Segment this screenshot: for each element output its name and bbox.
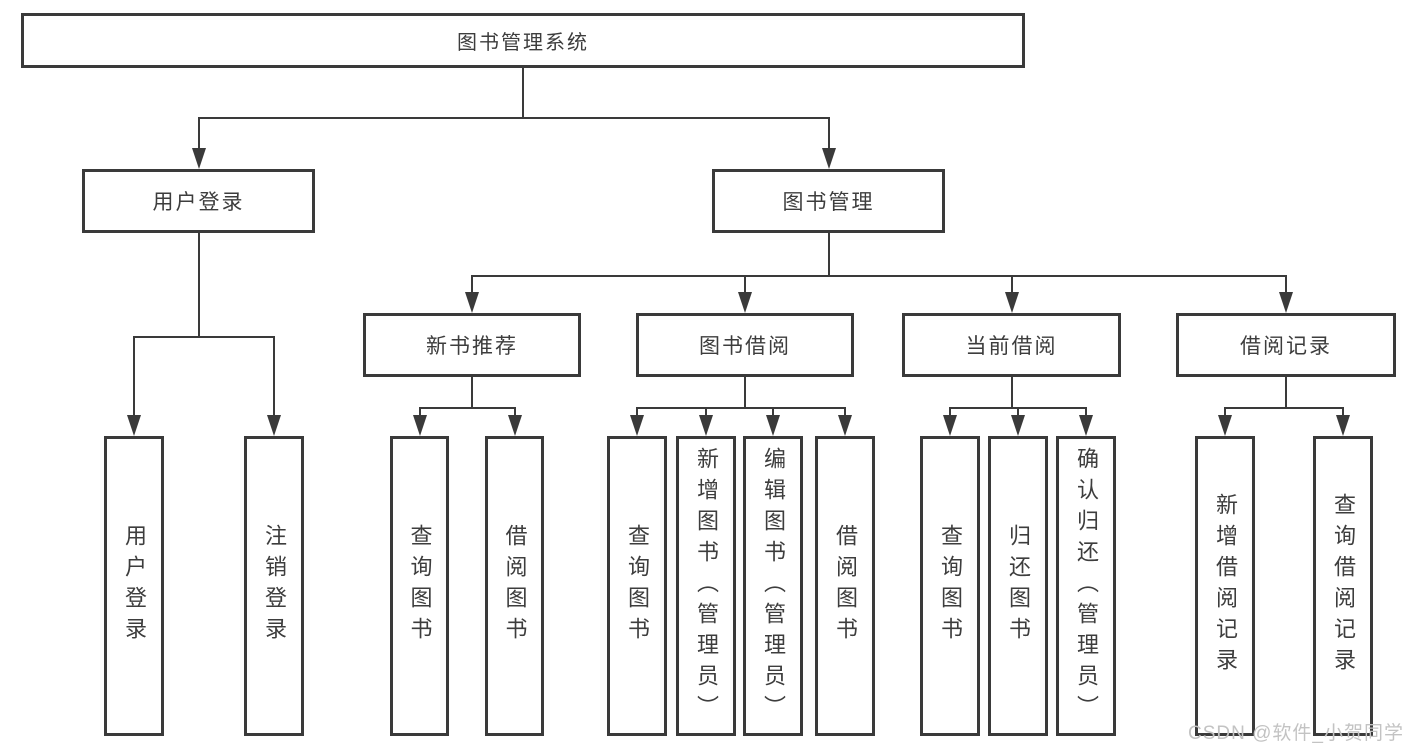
node-label-user-login: 用户登录 [122,524,147,648]
connector-branch-root [197,117,830,119]
node-label-cur-query: 查询图书 [938,524,963,648]
node-label-bw-add: 新增图书（管理员） [694,446,719,726]
node-label-cur-confirm: 确认归还（管理员） [1074,446,1099,726]
connector-branch-login [133,336,275,338]
arrowhead-records [1279,292,1293,313]
csdn-watermark: CSDN @软件_小贺同学 [1188,723,1404,744]
node-user-login: 用户登录 [104,436,164,736]
connector-drop-login [197,117,200,148]
node-label-nb-query: 查询图书 [407,524,433,648]
connector-drop-user-login [133,336,135,415]
node-records: 借阅记录 [1176,313,1396,377]
connector-branch-records [1224,407,1344,409]
connector-stem-current [1010,377,1013,409]
connector-stem-mgmt [827,233,830,277]
node-label-records: 借阅记录 [1240,335,1332,358]
node-current: 当前借阅 [902,313,1121,377]
connector-drop-bw-add [705,407,707,415]
node-label-bw-query: 查询图书 [625,524,650,648]
arrowhead-cur-query [943,415,957,436]
node-nb-query: 查询图书 [390,436,449,736]
arrowhead-rec-query [1336,415,1350,436]
arrowhead-login [191,148,206,169]
node-label-root: 图书管理系统 [457,32,589,54]
connector-drop-bw-edit [772,407,774,415]
node-rec-query: 查询借阅记录 [1313,436,1373,736]
connector-drop-new-books [471,275,473,292]
connector-stem-root [522,68,524,119]
arrowhead-user-login [127,415,141,436]
connector-drop-logout [273,336,275,415]
node-label-cur-return: 归还图书 [1006,524,1031,648]
node-label-nb-borrow: 借阅图书 [502,524,528,648]
connector-drop-mgmt [827,117,830,148]
node-bw-edit: 编辑图书（管理员） [743,436,803,736]
arrowhead-new-books [465,292,479,313]
arrowhead-nb-borrow [507,415,522,436]
connector-branch-mgmt [471,275,1287,277]
node-bw-query: 查询图书 [607,436,667,736]
connector-branch-borrow [636,407,846,409]
connector-stem-login [197,233,200,338]
node-new-books: 新书推荐 [363,313,581,377]
connector-drop-nb-query [418,407,421,415]
arrowhead-bw-edit [766,415,780,436]
connector-drop-records [1285,275,1287,292]
connector-stem-borrow [744,377,746,409]
arrowhead-cur-return [1011,415,1025,436]
connector-stem-new-books [471,377,473,409]
node-cur-query: 查询图书 [920,436,980,736]
node-bw-add: 新增图书（管理员） [676,436,736,736]
arrowhead-current [1004,292,1019,313]
node-logout: 注销登录 [244,436,304,736]
node-label-bw-borrow: 借阅图书 [833,524,858,648]
connector-branch-new-books [418,407,516,409]
connector-drop-cur-confirm [1085,407,1087,415]
connector-stem-records [1285,377,1287,409]
node-label-current: 当前借阅 [965,335,1058,358]
arrowhead-bw-query [630,415,644,436]
arrowhead-nb-query [412,415,427,436]
connector-drop-nb-borrow [513,407,516,415]
arrowhead-borrow [738,292,752,313]
connector-drop-rec-query [1342,407,1344,415]
node-borrow: 图书借阅 [636,313,854,377]
connector-drop-current [1010,275,1013,292]
node-label-bw-edit: 编辑图书（管理员） [761,446,786,726]
connector-drop-bw-borrow [844,407,846,415]
arrowhead-bw-add [699,415,713,436]
arrowhead-rec-add [1218,415,1232,436]
node-label-rec-add: 新增借阅记录 [1213,493,1238,679]
connector-drop-borrow [744,275,746,292]
node-label-rec-query: 查询借阅记录 [1331,493,1356,679]
node-label-mgmt: 图书管理 [782,191,875,214]
arrowhead-bw-borrow [838,415,852,436]
node-login: 用户登录 [82,169,315,233]
node-label-logout: 注销登录 [262,524,287,648]
connector-drop-cur-query [949,407,951,415]
node-label-login: 用户登录 [152,191,245,214]
arrowhead-cur-confirm [1079,415,1093,436]
node-cur-confirm: 确认归还（管理员） [1056,436,1116,736]
node-root: 图书管理系统 [21,13,1025,68]
node-label-new-books: 新书推荐 [426,335,518,358]
connector-drop-cur-return [1017,407,1019,415]
connector-drop-rec-add [1224,407,1226,415]
node-rec-add: 新增借阅记录 [1195,436,1255,736]
arrowhead-mgmt [821,148,836,169]
node-nb-borrow: 借阅图书 [485,436,544,736]
node-bw-borrow: 借阅图书 [815,436,875,736]
connector-drop-bw-query [636,407,638,415]
arrowhead-logout [267,415,281,436]
node-cur-return: 归还图书 [988,436,1048,736]
node-label-borrow: 图书借阅 [699,335,791,358]
node-mgmt: 图书管理 [712,169,945,233]
